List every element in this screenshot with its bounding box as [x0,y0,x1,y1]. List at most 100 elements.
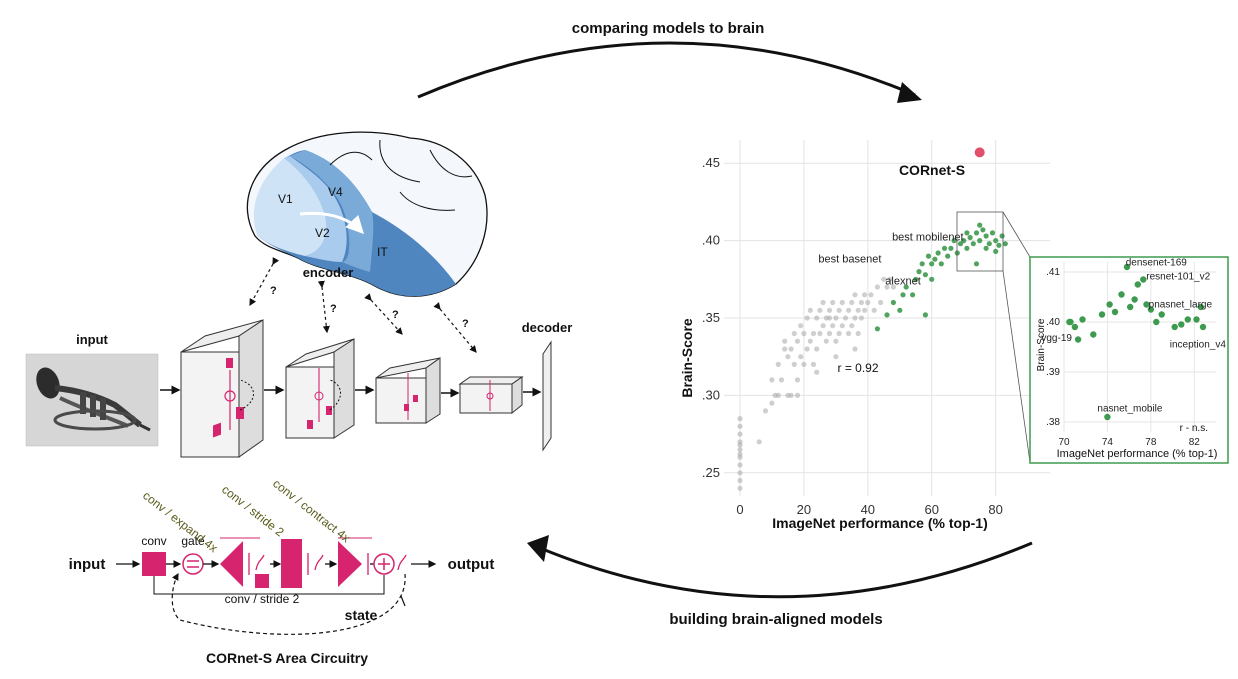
cornet-s-point [974,147,985,158]
inset-point-label: inception_v4 [1170,340,1227,351]
model-area-v4 [375,357,441,424]
add-node [373,553,395,575]
inset-point [1184,316,1192,323]
main-point-basenets [878,299,884,306]
state-label: state [345,607,378,623]
main-point-basenets [814,369,820,375]
main-point-basenets [762,408,769,414]
brain-region-v4: V4 [328,185,343,199]
main-point-trained [993,248,999,254]
main-point-untrained [737,439,743,445]
main-point-basenets [794,338,801,344]
main-point-trained [900,292,906,298]
contract-block [338,541,362,587]
question-mark-v1: ? [270,285,277,297]
main-point-trained [996,242,1002,248]
main-point-basenets [804,346,810,352]
state-loop [171,572,406,635]
main-point-basenets [788,346,794,352]
circuit-title: CORnet-S Area Circuitry [206,650,368,666]
main-point-basenets [833,354,839,360]
model-area-v1 [180,319,264,458]
input-label: input [76,332,108,347]
main-point-basenets [868,292,874,298]
main-point-basenets [794,377,801,383]
brain-region-it: IT [377,245,388,259]
main-x-tick-label: 0 [736,502,743,517]
main-point-trained [983,245,989,251]
zoom-box [956,211,1004,272]
main-point-basenets [788,392,794,398]
bottom-arrow-label: building brain-aligned models [669,611,882,628]
gate-label: gate [181,534,205,548]
main-point-basenets [842,315,849,321]
main-point-basenets [775,392,781,398]
main-point-basenets [814,346,820,352]
main-point-untrained [737,462,743,468]
inset-annotation: r - n.s. [1180,423,1208,434]
main-y-tick-label: .45 [702,155,720,170]
main-point-basenets [836,307,842,313]
main-point-trained [925,253,932,259]
main-point-basenets [782,338,788,344]
main-point-basenets [801,361,807,367]
zoom-connector-top [1002,211,1031,258]
main-point-basenets [846,307,852,313]
v4-inner-motif [404,373,418,420]
main-point-label: best mobilenet [892,231,964,243]
norm-relu-1 [248,553,265,575]
main-point-basenets [881,276,887,282]
state-arrowhead [400,595,406,607]
main-point-trained [903,284,909,290]
main-point-basenets [798,323,804,329]
main-point-basenets [823,338,829,344]
main-point-trained [929,276,935,282]
inset-point [1067,318,1074,326]
main-annotation: r = 0.92 [837,361,878,375]
inset-x-tick-label: 82 [1189,437,1201,448]
inset-point [1098,311,1106,318]
main-point-basenets [833,315,839,321]
main-point-basenets [769,400,775,406]
main-point-untrained [737,451,743,457]
main-point-untrained [737,477,743,484]
inset-x-tick-label: 70 [1058,437,1070,448]
main-point-trained [945,253,951,259]
main-point-basenets [798,354,804,360]
main-point-basenets [801,330,807,337]
main-point-basenets [775,361,781,367]
inset-point [1131,296,1138,303]
main-point-basenets [846,330,852,337]
main-point-trained [989,230,996,236]
inset-frame [1029,256,1229,464]
main-point-trained [922,312,929,318]
main-point-basenets [836,330,842,337]
brain-region-v2: V2 [315,226,330,240]
main-y-axis-label: Brain-Score [679,318,695,398]
main-point-basenets [817,307,823,313]
main-y-tick-label: .30 [702,387,720,402]
inset-point [1090,331,1097,338]
main-point-untrained [737,423,743,429]
main-point-trained [973,261,980,267]
inset-x-tick-label: 74 [1102,437,1114,448]
main-point-trained [922,272,929,278]
main-point-basenets [810,361,817,367]
main-point-trained [897,307,903,313]
main-point-basenets [887,276,893,282]
circuit-input-label: input [69,556,106,573]
main-point-basenets [791,330,797,337]
question-mark-it: ? [462,318,469,330]
question-mark-v4: ? [392,309,399,321]
main-x-tick-label: 20 [797,502,811,517]
main-y-tick-label: .25 [702,465,720,480]
conv-block [142,552,166,576]
main-point-basenets [794,392,801,398]
main-point-basenets [849,323,855,329]
inset-point-label: resnet-101_v2 [1146,272,1210,283]
main-point-basenets [807,338,813,344]
main-point-basenets [852,292,858,298]
model-area-v2 [285,338,355,439]
expand-block [220,541,243,587]
